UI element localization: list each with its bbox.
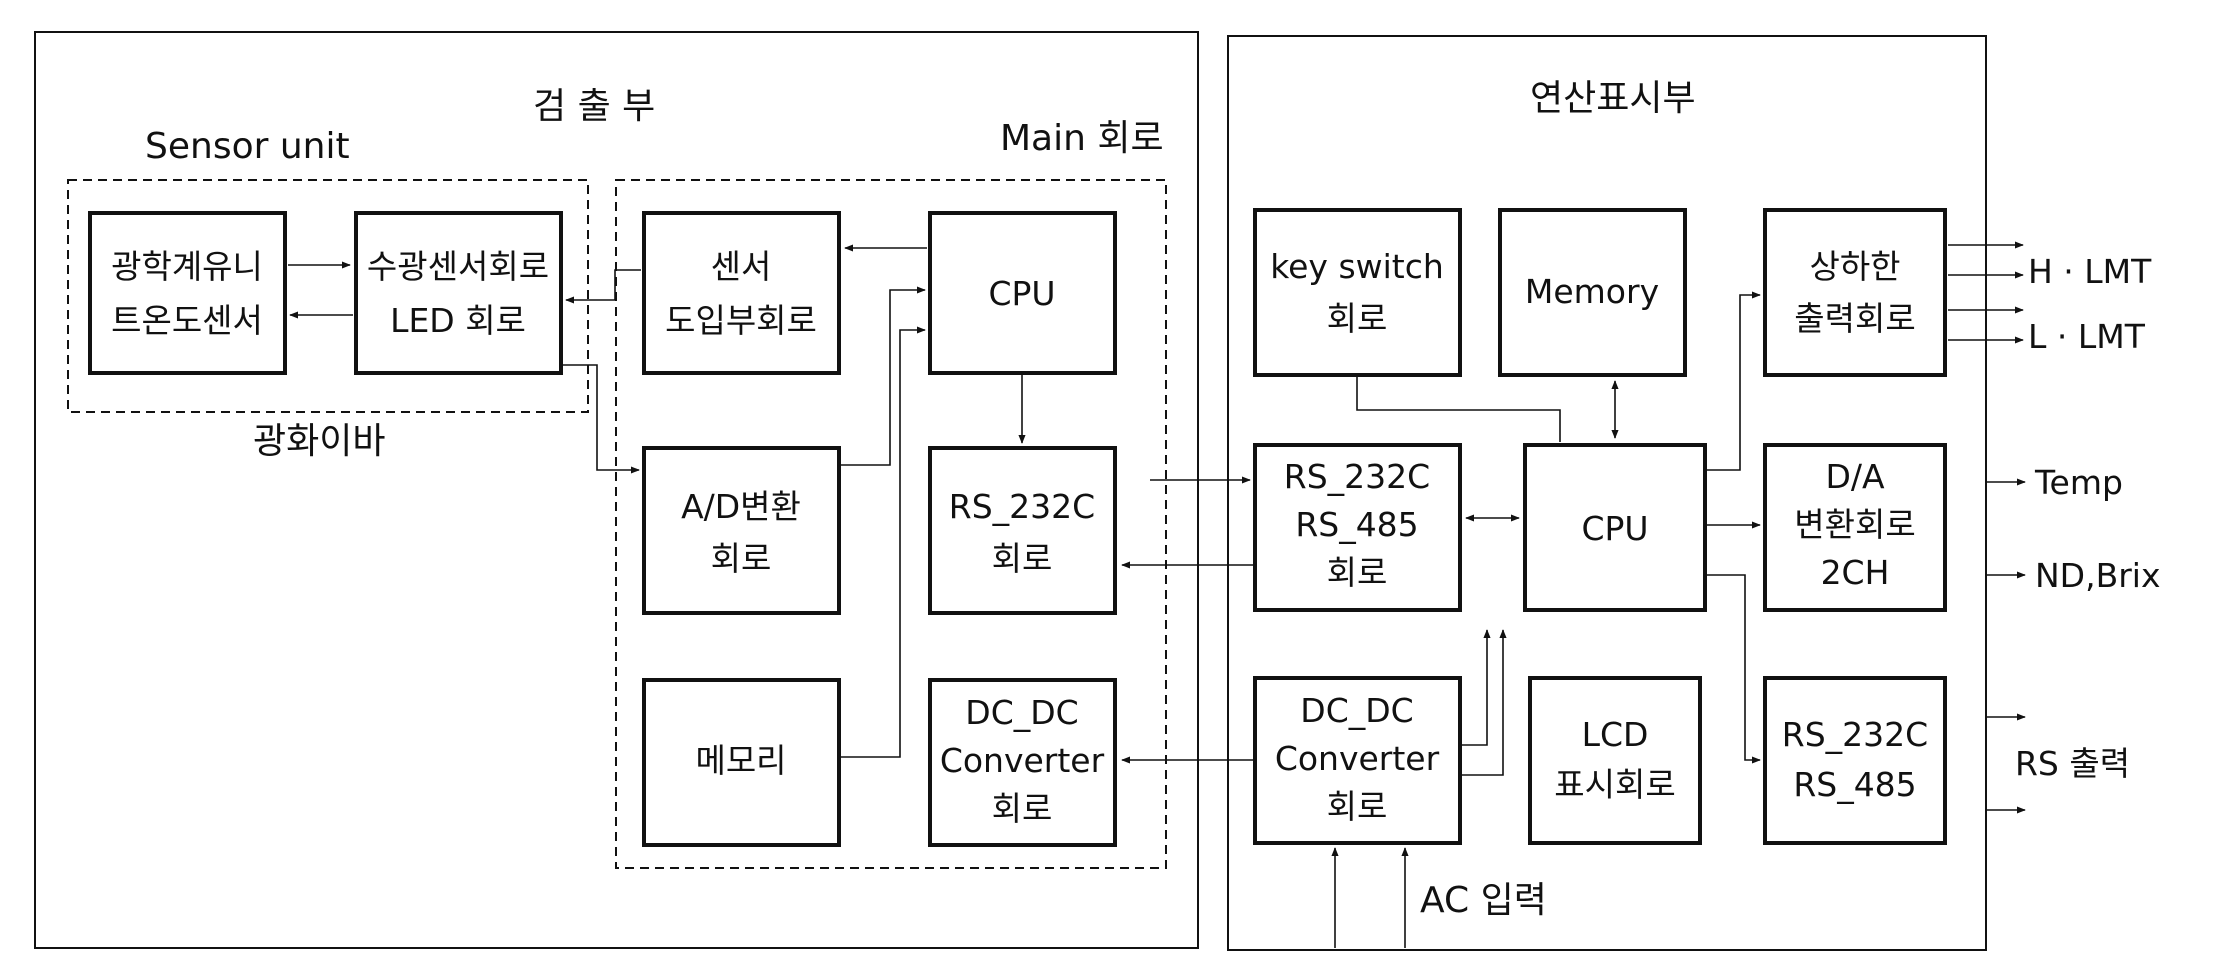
svg-text:회로: 회로 (992, 539, 1053, 578)
wire-memory-to-cpu (841, 326, 926, 758)
detection-unit-frame (34, 31, 1199, 949)
nd-brix-label: ND,Brix (2035, 556, 2161, 595)
svg-text:회로: 회로 (1327, 553, 1388, 592)
dcdc-display-block: DC_DC Converter 회로 (1253, 676, 1462, 845)
svg-text:출력회로: 출력회로 (1794, 299, 1915, 338)
wire-cpu-to-limit (1707, 291, 1761, 471)
svg-text:수광센서회로: 수광센서회로 (367, 247, 549, 286)
dcdc-main-block: DC_DC Converter 회로 (928, 678, 1117, 847)
svg-text:Converter: Converter (940, 741, 1105, 780)
svg-text:A/D변환: A/D변환 (681, 487, 801, 526)
svg-text:RS_232C: RS_232C (1782, 715, 1928, 754)
sensor-unit-label: Sensor unit (145, 126, 350, 167)
sensor-group-caption: 광화이바 (253, 421, 385, 462)
svg-text:센서: 센서 (711, 247, 772, 286)
wire-cpu-to-rsout (1707, 574, 1761, 764)
rs-output-block: RS_232C RS_485 (1763, 676, 1947, 845)
svg-text:트온도센서: 트온도센서 (111, 301, 263, 340)
svg-text:CPU: CPU (988, 274, 1055, 313)
svg-text:변환회로: 변환회로 (1794, 505, 1915, 544)
memory-en-block: Memory (1498, 208, 1687, 377)
optical-unit-block: 광학계유니 트온도센서 (88, 211, 287, 375)
receiver-led-block: 수광센서회로 LED 회로 (354, 211, 563, 375)
wire-keyswitch-to-cpu (1356, 377, 1561, 442)
limit-output-block: 상하한 출력회로 (1763, 208, 1947, 377)
l-lmt-label: L · LMT (2028, 317, 2146, 356)
svg-text:RS_485: RS_485 (1793, 765, 1916, 804)
svg-text:DC_DC: DC_DC (1300, 691, 1413, 730)
sensor-unit-group (67, 179, 589, 413)
da-converter-block: D/A 변환회로 2CH (1763, 443, 1947, 612)
memory-kr-block: 메모리 (642, 678, 841, 847)
main-circuit-group (615, 179, 1167, 869)
svg-text:도입부회로: 도입부회로 (665, 301, 817, 340)
ac-input-label: AC 입력 (1420, 880, 1547, 921)
temp-label: Temp (2034, 463, 2123, 502)
sensor-intro-block: 센서 도입부회로 (642, 211, 841, 375)
svg-text:LCD: LCD (1582, 715, 1649, 754)
svg-text:회로: 회로 (992, 789, 1053, 828)
svg-text:RS_232C: RS_232C (949, 487, 1095, 526)
h-lmt-label: H · LMT (2028, 252, 2152, 291)
operation-display-title: 연산표시부 (1530, 78, 1696, 119)
svg-text:표시회로: 표시회로 (1554, 765, 1675, 804)
svg-text:key switch: key switch (1270, 247, 1444, 286)
rs-comm-block: RS_232C RS_485 회로 (1253, 443, 1462, 612)
svg-text:DC_DC: DC_DC (965, 693, 1078, 732)
wire-intro-to-receiver (565, 269, 641, 304)
key-switch-block: key switch 회로 (1253, 208, 1462, 377)
svg-text:RS_485: RS_485 (1295, 505, 1418, 544)
cpu-main-block: CPU (928, 211, 1117, 375)
svg-text:회로: 회로 (1327, 299, 1388, 338)
wire-receiver-to-ad (563, 364, 640, 474)
svg-text:CPU: CPU (1581, 509, 1648, 548)
svg-text:LED 회로: LED 회로 (390, 301, 526, 340)
ad-converter-block: A/D변환 회로 (642, 446, 841, 615)
main-circuit-label: Main 회로 (1000, 118, 1164, 159)
svg-text:회로: 회로 (711, 539, 772, 578)
svg-text:2CH: 2CH (1821, 553, 1890, 592)
svg-text:광학계유니: 광학계유니 (111, 247, 263, 286)
detection-title: 검 출 부 (533, 86, 655, 127)
svg-text:회로: 회로 (1327, 787, 1388, 826)
operation-display-frame (1227, 35, 1987, 951)
wire-dcdc-up-2 (1462, 629, 1507, 776)
lcd-display-block: LCD 표시회로 (1528, 676, 1702, 845)
svg-text:메모리: 메모리 (695, 741, 786, 780)
svg-text:RS_232C: RS_232C (1284, 457, 1430, 496)
svg-text:Converter: Converter (1275, 739, 1440, 778)
rs232c-main-block: RS_232C 회로 (928, 446, 1117, 615)
cpu-display-block: CPU (1523, 443, 1707, 612)
svg-text:상하한: 상하한 (1809, 247, 1900, 286)
wire-ad-to-cpu (841, 286, 926, 466)
svg-text:Memory: Memory (1525, 272, 1659, 311)
rs-output-label: RS 출력 (2015, 744, 2130, 783)
svg-text:D/A: D/A (1825, 457, 1885, 496)
wire-dcdc-up-1 (1462, 629, 1491, 746)
